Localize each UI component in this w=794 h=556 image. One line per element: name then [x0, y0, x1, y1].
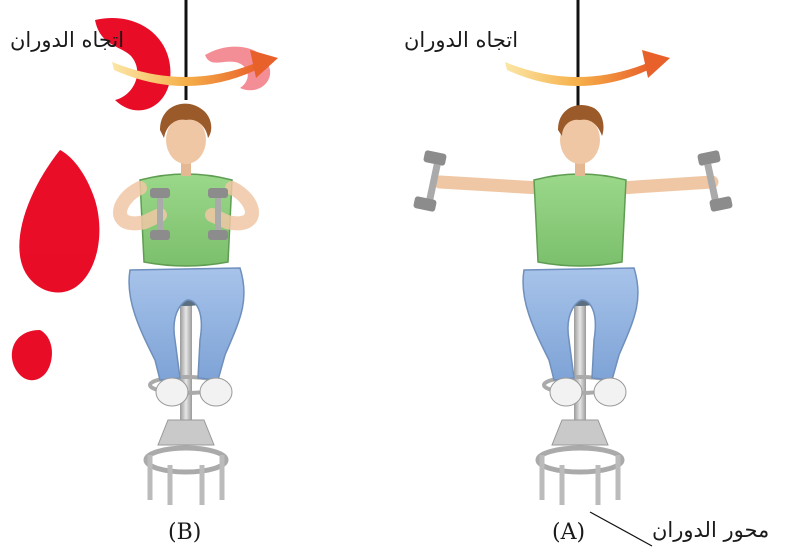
rotation-arrow-icon — [505, 50, 670, 86]
rotation-axis-label: محور الدوران — [652, 520, 769, 541]
panel-a-label: (A) — [552, 522, 585, 544]
rotation-axis-pointer — [590, 512, 652, 546]
panel-b-label: (B) — [168, 522, 201, 544]
rotation-direction-label-b: اتجاه الدوران — [10, 30, 124, 51]
rotation-direction-label-a: اتجاه الدوران — [404, 30, 518, 51]
panel-a — [413, 0, 733, 546]
